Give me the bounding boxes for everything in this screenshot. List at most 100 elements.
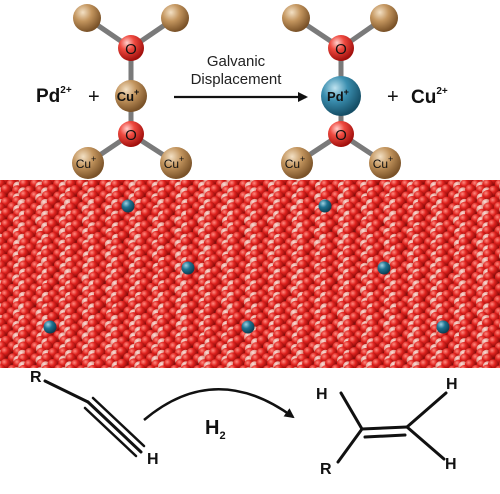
alkyne-molecule: R H bbox=[30, 369, 159, 468]
surface-oxygen-atom bbox=[419, 359, 431, 368]
surface-palladium-atom bbox=[241, 320, 255, 334]
surface-oxygen-atom bbox=[76, 365, 87, 368]
palladium-center-label: Pd+ bbox=[327, 87, 349, 104]
surface-oxygen-atom bbox=[100, 364, 111, 368]
surface-copper-atom bbox=[293, 367, 299, 368]
surface-oxygen-atom bbox=[459, 365, 470, 368]
surface-palladium-atom bbox=[181, 261, 195, 275]
surface-copper-atom bbox=[339, 367, 346, 368]
surface-oxygen-atom bbox=[54, 364, 65, 368]
surface-oxygen-atom bbox=[193, 365, 204, 368]
surface-palladium-atom bbox=[436, 320, 450, 334]
surface-copper-atom bbox=[363, 367, 369, 368]
surface-oxygen-atom bbox=[19, 364, 29, 368]
surface-oxygen-atom bbox=[471, 364, 482, 368]
surface-oxygen-atom bbox=[482, 364, 493, 368]
alkyne-r-label: R bbox=[30, 369, 42, 386]
copper-label: Cu+ bbox=[164, 154, 185, 171]
surface-oxygen-atom bbox=[487, 359, 499, 368]
alkyne-h-label: H bbox=[147, 451, 159, 468]
oxygen-atom bbox=[328, 35, 354, 61]
surface-copper-atom bbox=[14, 367, 20, 368]
surface-copper-atom bbox=[37, 367, 44, 368]
copper-center-atom bbox=[115, 80, 147, 112]
surface-oxygen-atom bbox=[93, 300, 105, 312]
reagent-h2: H2 bbox=[205, 417, 226, 442]
surface-copper-atom bbox=[409, 367, 415, 368]
surface-copper-atom bbox=[269, 367, 275, 368]
oxygen-label: O bbox=[335, 41, 347, 58]
surface-oxygen-atom bbox=[216, 365, 227, 368]
surface-palladium-atom bbox=[43, 320, 57, 334]
copper-atom bbox=[281, 147, 313, 179]
alkene-h-top-right: H bbox=[446, 376, 458, 393]
surface-oxygen-atom bbox=[41, 364, 52, 368]
reactant-ion: Pd2+ bbox=[36, 85, 72, 107]
surface-copper-atom bbox=[61, 367, 67, 368]
surface-oxygen-atom bbox=[401, 364, 413, 368]
surface-oxygen-atom bbox=[94, 359, 105, 368]
surface-oxygen-atom bbox=[256, 358, 267, 368]
surface-oxygen-atom bbox=[394, 359, 406, 368]
surface-oxygen-atom bbox=[425, 364, 436, 368]
surface-oxygen-atom bbox=[186, 359, 198, 368]
surface-copper-atom bbox=[223, 367, 230, 368]
left-complex: O Cu+ O Cu+ Cu+ bbox=[72, 4, 192, 179]
right-complex: O Pd+ O Cu+ Cu+ bbox=[281, 4, 401, 179]
surface-oxygen-atom bbox=[464, 359, 476, 368]
surface-oxygen-atom bbox=[273, 364, 284, 368]
surface-oxygen-atom bbox=[302, 358, 313, 368]
surface-oxygen-atom bbox=[251, 365, 261, 368]
surface-oxygen-atom bbox=[47, 359, 59, 368]
copper-atom bbox=[370, 4, 398, 32]
surface-copper-atom bbox=[129, 367, 136, 368]
hydrogenation-arrow bbox=[143, 388, 295, 421]
oxygen-label: O bbox=[125, 127, 137, 144]
copper-atom bbox=[72, 147, 104, 179]
copper-atom bbox=[282, 4, 310, 32]
surface-copper-atom bbox=[454, 367, 461, 368]
surface-oxygen-atom bbox=[377, 364, 388, 368]
surface-copper-atom bbox=[154, 367, 160, 368]
surface-oxygen-atom bbox=[279, 358, 291, 368]
surface-copper-atom bbox=[432, 367, 438, 368]
surface-palladium-atom bbox=[318, 199, 332, 213]
surface-oxygen-atom bbox=[436, 365, 447, 368]
plus-right: + bbox=[387, 86, 399, 108]
copper-label: Cu+ bbox=[285, 154, 306, 171]
surface-copper-atom bbox=[245, 367, 252, 368]
surface-oxygen-atom bbox=[495, 365, 500, 368]
copper-atom bbox=[161, 4, 189, 32]
oxygen-atom bbox=[118, 121, 144, 147]
surface-copper-atom bbox=[106, 367, 113, 368]
copper-label: Cu+ bbox=[373, 154, 394, 171]
copper-atom bbox=[160, 147, 192, 179]
surface-copper-atom bbox=[315, 367, 322, 368]
oxygen-atom bbox=[118, 35, 144, 61]
surface-palladium-atom bbox=[377, 261, 391, 275]
surface-oxygen-atom bbox=[263, 365, 273, 368]
palladium-center-atom bbox=[321, 76, 361, 116]
surface-oxygen-atom bbox=[228, 364, 239, 368]
surface-oxygen-atom bbox=[204, 364, 215, 368]
surface-oxygen-atom bbox=[441, 358, 453, 368]
surface-oxygen-atom bbox=[124, 365, 134, 368]
copper-atom bbox=[369, 147, 401, 179]
surface-oxygen-atom bbox=[355, 364, 366, 368]
surface-copper-atom bbox=[177, 367, 183, 368]
surface-oxygen-atom bbox=[30, 364, 40, 368]
surface-copper-atom bbox=[200, 367, 206, 368]
cu2o-surface-lattice bbox=[0, 180, 500, 368]
surface-oxygen-atom bbox=[331, 364, 342, 368]
surface-oxygen-atom bbox=[163, 358, 175, 368]
plus-left: + bbox=[88, 86, 100, 108]
surface-copper-atom bbox=[385, 367, 391, 368]
surface-oxygen-atom bbox=[0, 364, 6, 368]
alkene-r-label: R bbox=[320, 461, 332, 478]
surface-copper-atom bbox=[478, 367, 484, 368]
surface-oxygen-atom bbox=[158, 365, 168, 368]
surface-oxygen-atom bbox=[112, 364, 123, 368]
surface-oxygen-atom bbox=[146, 365, 156, 368]
surface-oxygen-atom bbox=[366, 365, 377, 368]
surface-oxygen-atom bbox=[239, 365, 249, 368]
